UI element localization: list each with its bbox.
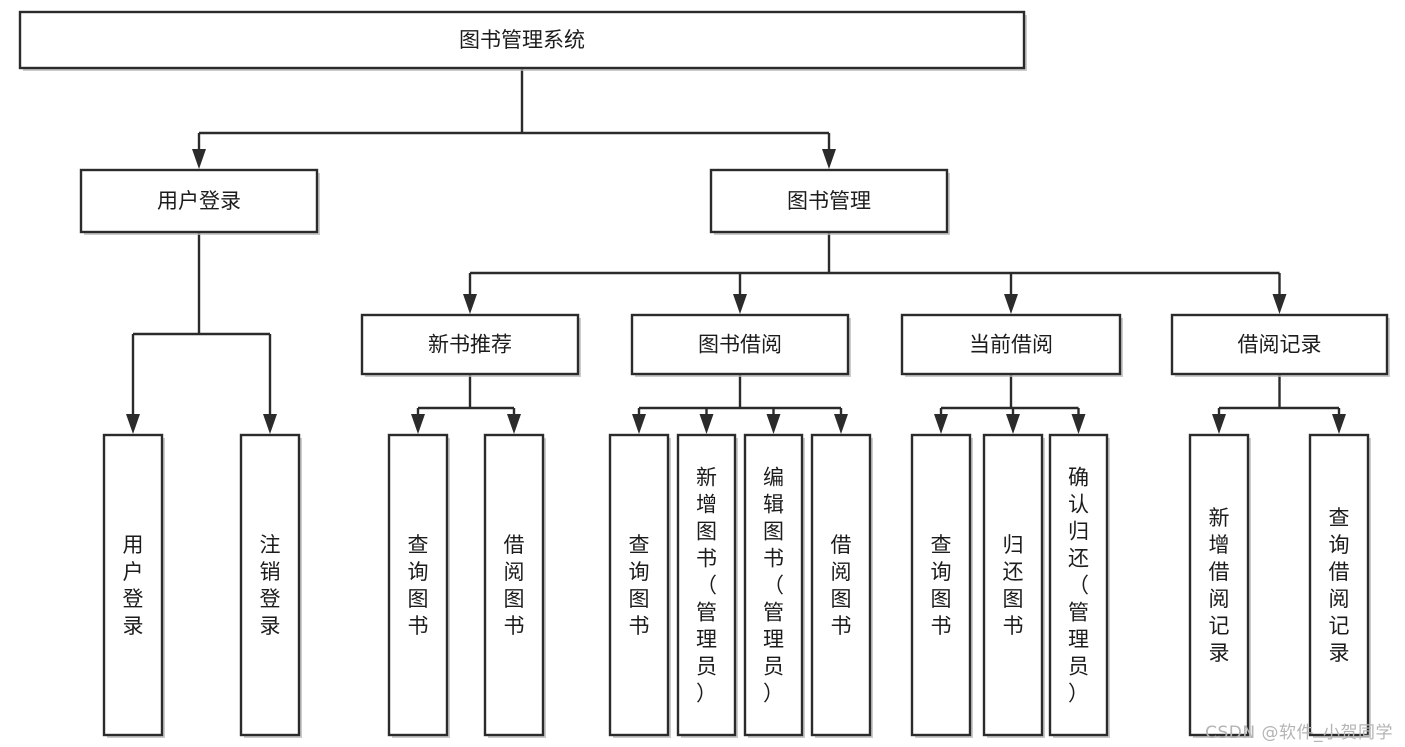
- node-rect[interactable]: [1188, 433, 1250, 737]
- node-borrow-record[interactable]: 借阅记录: [1170, 313, 1390, 377]
- node-leaf-query-borrow-record[interactable]: 查询借阅记录: [1308, 433, 1371, 738]
- node-rect[interactable]: [910, 433, 972, 737]
- watermark-text: CSDN @软件_小贺同学: [1205, 723, 1393, 743]
- arrow-head-icon: [1071, 414, 1086, 434]
- node-leaf-return-book[interactable]: 归还图书: [982, 433, 1045, 738]
- node-rect[interactable]: [239, 433, 301, 737]
- node-rect[interactable]: [18, 10, 1026, 70]
- node-leaf-borrow-book[interactable]: 借阅图书: [810, 433, 873, 738]
- node-leaf-add-book[interactable]: 新增图书（管理员）: [676, 433, 738, 738]
- node-rect[interactable]: [483, 433, 545, 737]
- arrow-head-icon: [463, 294, 477, 314]
- node-layer: 图书管理系统用户登录图书管理新书推荐图书借阅当前借阅借阅记录用户登录注销登录查询…: [18, 10, 1390, 738]
- node-label: 借阅图书: [504, 533, 525, 638]
- node-rect[interactable]: [608, 433, 670, 737]
- node-label: 查询图书: [408, 533, 429, 638]
- node-rect[interactable]: [982, 433, 1044, 737]
- node-rect[interactable]: [360, 313, 580, 376]
- node-rect[interactable]: [1308, 433, 1370, 737]
- node-label: 新增借阅记录: [1209, 506, 1230, 665]
- node-label: 用户登录: [157, 189, 241, 213]
- arrow-head-icon: [699, 414, 714, 434]
- arrow-head-icon: [822, 149, 836, 169]
- arrow-head-icon: [1332, 414, 1346, 434]
- node-rect[interactable]: [630, 313, 850, 376]
- arrow-head-icon: [1006, 414, 1020, 434]
- arrow-head-icon: [934, 414, 948, 434]
- node-label: 归还图书: [1003, 533, 1024, 638]
- node-label: 注销登录: [260, 533, 281, 638]
- node-leaf-confirm-return[interactable]: 确认归还（管理员）: [1048, 433, 1110, 738]
- node-book-manage[interactable]: 图书管理: [709, 168, 950, 235]
- node-leaf-add-borrow-record[interactable]: 新增借阅记录: [1188, 433, 1251, 738]
- node-leaf-borrow-book-recommend[interactable]: 借阅图书: [483, 433, 546, 738]
- node-rect[interactable]: [79, 168, 319, 234]
- node-label: 用户登录: [123, 533, 144, 638]
- node-rect[interactable]: [743, 433, 804, 737]
- node-label: 查询图书: [629, 533, 650, 638]
- node-rect[interactable]: [387, 433, 449, 737]
- node-new-book-recommend[interactable]: 新书推荐: [360, 313, 581, 377]
- node-leaf-logout[interactable]: 注销登录: [239, 433, 302, 738]
- arrow-head-icon: [733, 294, 747, 314]
- node-rect[interactable]: [900, 313, 1122, 376]
- arrow-head-icon: [766, 414, 781, 434]
- node-label: 图书借阅: [698, 333, 782, 357]
- arrow-head-icon: [126, 414, 140, 434]
- node-root[interactable]: 图书管理系统: [18, 10, 1027, 71]
- node-label: 图书管理: [787, 189, 871, 213]
- arrow-head-icon: [1004, 294, 1018, 314]
- arrow-head-icon: [507, 414, 521, 434]
- node-leaf-query-book-current[interactable]: 查询图书: [910, 433, 973, 738]
- node-leaf-query-book-recommend[interactable]: 查询图书: [387, 433, 450, 738]
- arrow-head-icon: [632, 414, 646, 434]
- node-rect[interactable]: [102, 433, 164, 737]
- arrow-head-icon: [834, 414, 848, 434]
- node-label: 借阅记录: [1238, 333, 1322, 357]
- node-label: 确认归还（管理员）: [1068, 466, 1089, 706]
- arrow-head-icon: [1272, 294, 1287, 314]
- node-label: 新书推荐: [428, 333, 512, 357]
- node-label: 新增图书（管理员）: [696, 466, 717, 706]
- node-leaf-edit-book[interactable]: 编辑图书（管理员）: [743, 433, 805, 738]
- node-current-borrow[interactable]: 当前借阅: [900, 313, 1123, 377]
- node-label: 当前借阅: [969, 333, 1053, 357]
- arrow-head-icon: [263, 414, 277, 434]
- node-rect[interactable]: [1170, 313, 1389, 376]
- node-rect[interactable]: [810, 433, 872, 737]
- node-user-login[interactable]: 用户登录: [79, 168, 320, 235]
- node-label: 查询借阅记录: [1329, 506, 1350, 665]
- node-rect[interactable]: [676, 433, 737, 737]
- arrow-head-icon: [1212, 414, 1226, 434]
- node-label: 查询图书: [931, 533, 952, 638]
- node-leaf-query-book-borrow[interactable]: 查询图书: [608, 433, 671, 738]
- node-leaf-user-login[interactable]: 用户登录: [102, 433, 165, 738]
- arrow-head-icon: [411, 414, 425, 434]
- arrow-head-icon: [192, 149, 206, 169]
- node-label: 借阅图书: [831, 533, 852, 638]
- node-label: 编辑图书（管理员）: [763, 466, 784, 706]
- node-rect[interactable]: [709, 168, 949, 234]
- node-label: 图书管理系统: [459, 28, 585, 52]
- node-rect[interactable]: [1048, 433, 1109, 737]
- node-book-borrow[interactable]: 图书借阅: [630, 313, 851, 377]
- connector-layer: [126, 68, 1346, 434]
